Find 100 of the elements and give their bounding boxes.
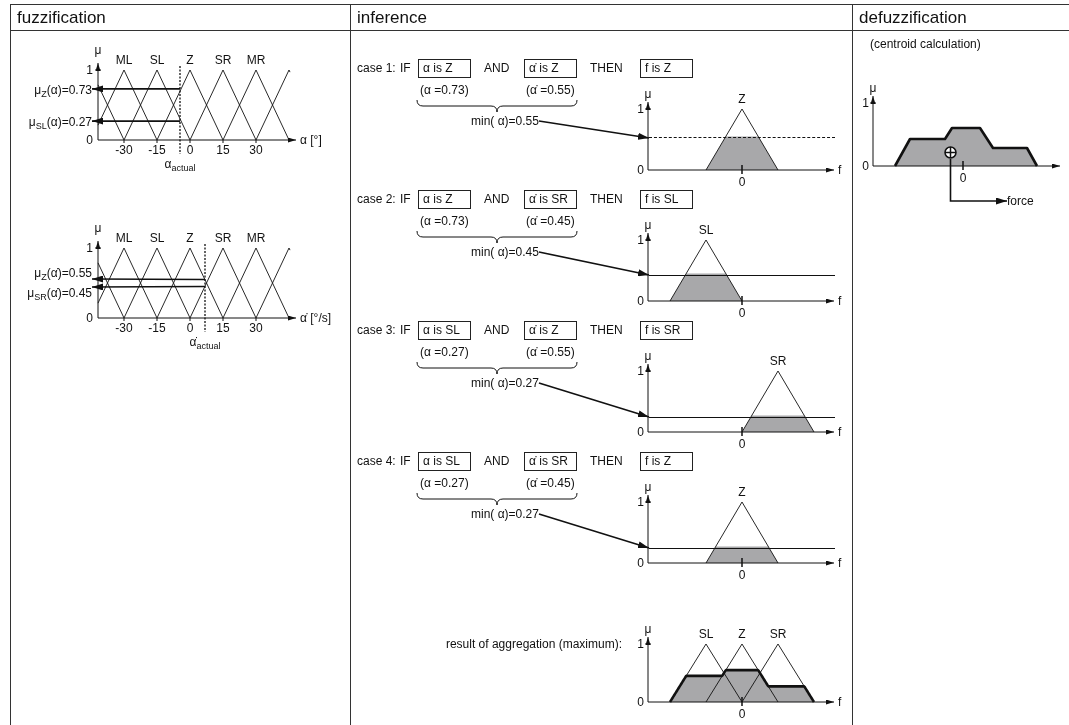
rule-condition: α̇ is Z: [524, 59, 577, 78]
axis-label: μ: [644, 622, 652, 636]
tick-label: -15: [148, 321, 166, 335]
level-line: [649, 547, 835, 549]
input-value: (α =0.73): [420, 214, 469, 228]
case-label: case 4:: [357, 454, 396, 468]
tick-label: 0: [186, 321, 194, 335]
term-label: SR: [769, 627, 787, 641]
rule-keyword: AND: [484, 61, 510, 75]
rule-keyword: IF: [400, 192, 411, 206]
arrow: [91, 275, 206, 283]
term-label: SL: [698, 627, 714, 641]
rule-keyword: IF: [400, 323, 411, 337]
tick-label: 0: [637, 695, 644, 709]
term-label: Z: [186, 231, 194, 245]
tick-label: 0: [86, 133, 93, 147]
tick-label: 0: [738, 306, 746, 320]
axis-label: f: [838, 556, 842, 570]
tick-label: 1: [86, 63, 93, 77]
tick-label: -30: [115, 321, 133, 335]
rule-keyword: THEN: [590, 454, 623, 468]
axis-label: f: [838, 695, 842, 709]
rule-keyword: AND: [484, 192, 510, 206]
rule-condition: α̇ is Z: [524, 321, 577, 340]
membership-value: μ$_{Z}$(α)=0.73: [34, 82, 92, 97]
input-value: (α =0.27): [420, 476, 469, 490]
minimum-value: min( α)=0.27: [471, 376, 539, 390]
column-header: inference: [351, 5, 852, 31]
axis-label: μ: [644, 480, 652, 494]
case-label: case 2:: [357, 192, 396, 206]
arrow: [91, 117, 181, 125]
rule-condition: α̇ is SR: [524, 190, 577, 209]
term-label: Z: [738, 485, 746, 499]
input-value: (α̇ =0.45): [526, 214, 575, 228]
term-label: Z: [738, 92, 746, 106]
axis-label: f: [838, 294, 842, 308]
axis-label: μ: [94, 221, 102, 235]
term-label: ML: [115, 53, 133, 67]
tick-label: 1: [637, 364, 644, 378]
rule-condition: α is SL: [418, 321, 471, 340]
tick-label: 1: [86, 241, 93, 255]
arrow: [91, 85, 181, 93]
input-value: (α̇ =0.55): [526, 345, 575, 359]
tick-label: -15: [148, 143, 166, 157]
term-label: SL: [149, 53, 165, 67]
tick-label: 1: [637, 495, 644, 509]
axis-label: μ: [644, 349, 652, 363]
arrow: [949, 158, 1008, 205]
table-column: [852, 4, 1069, 725]
rule-keyword: IF: [400, 61, 411, 75]
rule-condition: α̇ is SR: [524, 452, 577, 471]
column-header: fuzzification: [11, 5, 350, 31]
term-label: SR: [214, 53, 232, 67]
tick-label: 0: [738, 437, 746, 451]
rule-keyword: AND: [484, 323, 510, 337]
tick-label: 0: [738, 707, 746, 721]
case-label: case 3:: [357, 323, 396, 337]
tick-label: 0: [738, 175, 746, 189]
minimum-value: min( α)=0.55: [471, 114, 539, 128]
term-label: MR: [246, 231, 266, 245]
rule-keyword: THEN: [590, 192, 623, 206]
tick-label: 0: [186, 143, 194, 157]
level-line: [649, 274, 835, 276]
minimum-value: min( α)=0.45: [471, 245, 539, 259]
term-label: SL: [698, 223, 714, 237]
axis-label: α̇$_{actual}$: [189, 335, 221, 349]
term-label: ML: [115, 231, 133, 245]
arrow: [91, 283, 206, 291]
axis-label: f: [838, 425, 842, 439]
chart-caption: (centroid calculation): [870, 37, 981, 51]
rule-keyword: AND: [484, 454, 510, 468]
term-label: MR: [246, 53, 266, 67]
axis-label: α [°]: [300, 133, 322, 147]
arrow: [538, 251, 650, 277]
arrow: [538, 120, 650, 140]
tick-label: 0: [637, 163, 644, 177]
table-column: [10, 4, 350, 725]
rule-condition: f is Z: [640, 59, 693, 78]
membership-value: μ$_{SL}$(α)=0.27: [28, 115, 92, 130]
minimum-value: min( α)=0.27: [471, 507, 539, 521]
axis-label: α$_{actual}$: [164, 157, 196, 171]
arrow: [538, 513, 650, 549]
term-label: Z: [186, 53, 194, 67]
membership-value: μ$_{SR}$(α̇)=0.45: [27, 286, 92, 300]
rule-condition: f is Z: [640, 452, 693, 471]
tick-label: 1: [862, 96, 869, 110]
output-label: force: [1007, 194, 1034, 208]
tick-label: 0: [862, 159, 869, 173]
tick-label: 0: [86, 311, 93, 325]
term-label: Z: [738, 627, 746, 641]
rule-condition: α is Z: [418, 59, 471, 78]
tick-label: 1: [637, 233, 644, 247]
rule-condition: f is SL: [640, 190, 693, 209]
tick-label: 1: [637, 637, 644, 651]
tick-label: 15: [216, 321, 230, 335]
column-header: defuzzification: [853, 5, 1069, 31]
rule-keyword: THEN: [590, 323, 623, 337]
axis-label: f: [838, 163, 842, 177]
tick-label: 15: [216, 143, 230, 157]
tick-label: 1: [637, 102, 644, 116]
